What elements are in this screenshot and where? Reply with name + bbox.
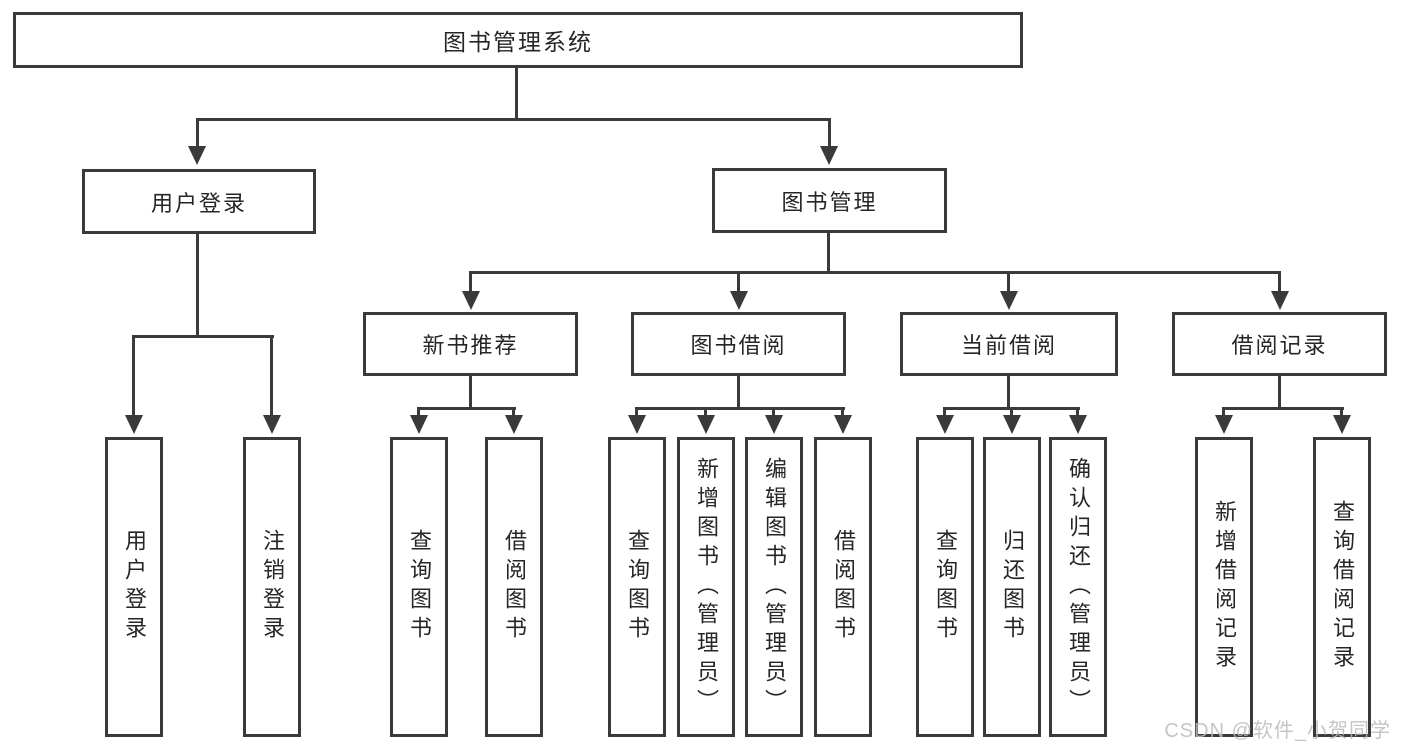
- arrowhead-down-icon: [1000, 291, 1018, 310]
- leaf-label: 用户登录: [122, 529, 147, 645]
- node-new-book-recommendation: 新书推荐: [363, 312, 578, 376]
- node-label: 图书管理: [781, 189, 878, 215]
- connector-stem-leaf: [270, 335, 273, 416]
- leaf-borrow-books-borrowing: 借阅图书: [814, 437, 872, 737]
- connector-book-management-branch: [469, 271, 1281, 274]
- connector-stem-leaf: [943, 407, 946, 417]
- connector-stem-leaf: [1076, 407, 1079, 417]
- leaf-query-books-recommend: 查询图书: [390, 437, 448, 737]
- arrowhead-down-icon: [1333, 415, 1351, 434]
- leaf-label: 归还图书: [1000, 529, 1025, 645]
- connector-user-login-drop: [196, 234, 199, 335]
- connector-stem-borrowing-records: [1278, 271, 1281, 293]
- leaf-return-books: 归还图书: [983, 437, 1041, 737]
- leaf-label: 新增借阅记录: [1212, 500, 1237, 674]
- leaf-user-login: 用户登录: [105, 437, 163, 737]
- leaf-confirm-return-admin: 确认归还（管理员）: [1049, 437, 1107, 737]
- connector-current-borrowing-drop: [1007, 376, 1010, 410]
- node-label: 用户登录: [150, 190, 247, 216]
- arrowhead-down-icon: [505, 415, 523, 434]
- arrowhead-down-icon: [188, 146, 206, 165]
- connector-stem-user-login: [196, 118, 199, 147]
- connector-borrowing-records-drop: [1278, 376, 1281, 410]
- connector-new-book-drop: [469, 376, 472, 410]
- arrowhead-down-icon: [1271, 291, 1289, 310]
- arrowhead-down-icon: [1003, 415, 1021, 434]
- leaf-edit-book-admin: 编辑图书（管理员）: [745, 437, 803, 737]
- connector-stem-leaf: [512, 407, 515, 417]
- arrowhead-down-icon: [1215, 415, 1233, 434]
- connector-book-borrowing-drop: [737, 376, 740, 410]
- leaf-label: 新增图书（管理员）: [694, 456, 719, 718]
- arrowhead-down-icon: [820, 146, 838, 165]
- node-book-management: 图书管理: [712, 168, 947, 233]
- connector-book-borrowing-branch: [636, 407, 845, 410]
- connector-stem-leaf: [1222, 407, 1225, 417]
- connector-stem-book-borrowing: [737, 271, 740, 293]
- leaf-label: 查询图书: [407, 529, 432, 645]
- arrowhead-down-icon: [765, 415, 783, 434]
- connector-stem-book-management: [828, 118, 831, 147]
- arrowhead-down-icon: [1069, 415, 1087, 434]
- node-user-login: 用户登录: [82, 169, 316, 234]
- arrowhead-down-icon: [410, 415, 428, 434]
- leaf-label: 借阅图书: [831, 529, 856, 645]
- node-label: 借阅记录: [1231, 333, 1328, 358]
- leaf-logout: 注销登录: [243, 437, 301, 737]
- leaf-borrow-books-recommend: 借阅图书: [485, 437, 543, 737]
- arrowhead-down-icon: [834, 415, 852, 434]
- node-label: 新书推荐: [422, 333, 519, 358]
- connector-stem-current-borrowing: [1007, 271, 1010, 293]
- leaf-label: 查询图书: [933, 529, 958, 645]
- leaf-add-book-admin: 新增图书（管理员）: [677, 437, 735, 737]
- node-label: 图书管理系统: [443, 29, 593, 55]
- leaf-query-books-borrowing: 查询图书: [608, 437, 666, 737]
- connector-stem-leaf: [417, 407, 420, 417]
- leaf-label: 确认归还（管理员）: [1066, 456, 1091, 718]
- arrowhead-down-icon: [462, 291, 480, 310]
- leaf-label: 查询借阅记录: [1330, 500, 1355, 674]
- arrowhead-down-icon: [263, 415, 281, 434]
- connector-stem-leaf: [1340, 407, 1343, 417]
- leaf-label: 编辑图书（管理员）: [762, 456, 787, 718]
- connector-stem-leaf: [704, 407, 707, 417]
- connector-user-login-branch: [133, 335, 274, 338]
- node-current-borrowing: 当前借阅: [900, 312, 1118, 376]
- connector-stem-leaf: [772, 407, 775, 417]
- connector-root-drop: [515, 66, 518, 118]
- node-book-borrowing: 图书借阅: [631, 312, 846, 376]
- leaf-add-borrow-record: 新增借阅记录: [1195, 437, 1253, 737]
- node-library-management-system: 图书管理系统: [13, 12, 1023, 68]
- connector-stem-new-book: [469, 271, 472, 293]
- connector-stem-leaf: [841, 407, 844, 417]
- connector-stem-leaf: [635, 407, 638, 417]
- connector-borrowing-records-branch: [1223, 407, 1344, 410]
- connector-stem-leaf: [132, 335, 135, 416]
- node-label: 图书借阅: [690, 333, 787, 358]
- connector-root-branch: [196, 118, 831, 121]
- connector-new-book-branch: [418, 407, 516, 410]
- leaf-label: 查询图书: [625, 529, 650, 645]
- connector-book-management-drop: [827, 233, 830, 271]
- node-label: 当前借阅: [960, 333, 1057, 358]
- arrowhead-down-icon: [628, 415, 646, 434]
- leaf-label: 注销登录: [260, 529, 285, 645]
- arrowhead-down-icon: [125, 415, 143, 434]
- node-borrowing-records: 借阅记录: [1172, 312, 1387, 376]
- arrowhead-down-icon: [697, 415, 715, 434]
- arrowhead-down-icon: [936, 415, 954, 434]
- arrowhead-down-icon: [730, 291, 748, 310]
- leaf-query-borrow-record: 查询借阅记录: [1313, 437, 1371, 737]
- leaf-label: 借阅图书: [502, 529, 527, 645]
- leaf-query-books-current: 查询图书: [916, 437, 974, 737]
- connector-stem-leaf: [1010, 407, 1013, 417]
